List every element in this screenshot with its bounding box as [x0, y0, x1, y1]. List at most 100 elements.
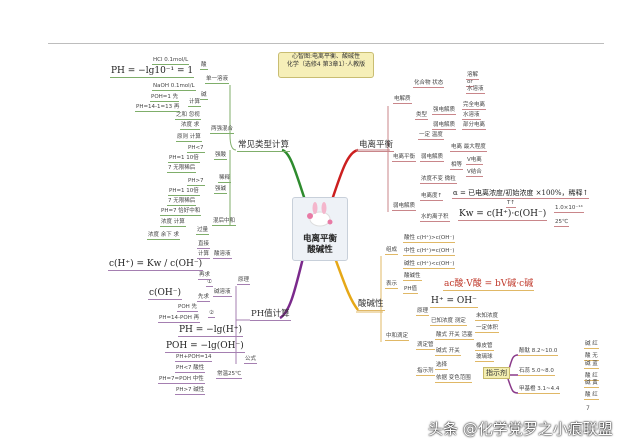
calc-node[interactable]: 过量 — [196, 227, 210, 235]
ph-node[interactable]: 直接 — [197, 241, 211, 249]
ph-node[interactable]: 再求 — [198, 272, 212, 280]
central-topic[interactable]: 电离平衡 酸碱性 — [292, 197, 348, 261]
acidbase-node[interactable]: 石蕊 5.0~8.0 — [518, 368, 555, 376]
ionization-node[interactable]: 浓度不变 微粒 — [420, 176, 457, 184]
ph-node[interactable]: PH>7 碱性 — [175, 387, 206, 395]
calc-node[interactable]: PH<7 — [187, 145, 205, 153]
ph-node[interactable]: 公式 — [244, 356, 258, 364]
acidbase-node[interactable]: 酸 无 — [584, 353, 599, 361]
acidbase-node[interactable]: 碱 黄 — [584, 380, 599, 388]
acidbase-node[interactable]: 表示 — [385, 281, 399, 289]
acidbase-node[interactable]: ac酸·V酸 = bV碱·c碱 — [443, 279, 535, 291]
acidbase-node[interactable]: 酸 红 — [584, 392, 599, 400]
calc-node[interactable]: HCl 0.1mol/L — [152, 57, 190, 65]
ph-node[interactable]: 酸溶液 — [213, 251, 232, 259]
ionization-node[interactable]: T↑ — [506, 200, 516, 208]
acidbase-node[interactable]: 已知浓度 测定 — [430, 318, 467, 326]
acidbase-node[interactable]: 中和滴定 — [385, 333, 410, 341]
ph-node[interactable]: PH=14-POH 再 — [158, 315, 201, 323]
ionization-node[interactable]: 部分电离 — [462, 122, 487, 130]
ionization-node[interactable]: 弱电解质 — [420, 154, 445, 162]
calc-node[interactable]: 稀释 — [218, 175, 232, 183]
calc-node[interactable]: 浓度 余下 求 — [147, 232, 180, 240]
acidbase-node[interactable]: 中性 c(H⁺)=c(OH⁻) — [403, 248, 456, 256]
ionization-node[interactable]: 完全电离 — [462, 102, 487, 110]
acidbase-node[interactable]: 酸式 开关 活塞 — [435, 332, 474, 340]
ionization-node[interactable]: 电解质 — [393, 96, 412, 104]
calc-node[interactable]: 原则 计算 — [176, 134, 202, 142]
acidbase-node[interactable]: 原理 — [416, 308, 430, 316]
ionization-node[interactable]: 电离 最大程度 — [450, 144, 487, 152]
calc-node[interactable]: 计算 — [188, 99, 202, 107]
acidbase-node[interactable]: 酸碱性 — [403, 273, 422, 281]
calc-node[interactable]: 酸 — [200, 62, 208, 70]
ph-node[interactable]: c(OH⁻) — [148, 288, 183, 300]
calc-node[interactable]: PH=1 10倍 — [168, 188, 200, 196]
acidbase-node[interactable]: 一定体积 — [475, 325, 500, 333]
ph-node[interactable]: PH+POH=14 — [175, 354, 213, 362]
ph-node[interactable]: 原理 — [237, 277, 251, 285]
calc-node[interactable]: 7 无限稀后 — [167, 198, 197, 206]
ionization-node[interactable]: 类型 — [415, 112, 429, 120]
acidbase-node[interactable]: 碱 蓝 — [584, 361, 599, 369]
ph-node[interactable]: PH=7=POH 中性 — [158, 376, 205, 384]
calc-node[interactable]: 强酸 — [214, 152, 228, 160]
acidbase-node[interactable]: PH值 — [403, 286, 418, 294]
ionization-node[interactable]: 电离平衡 — [392, 154, 417, 162]
ph-node[interactable]: POH 先 — [177, 304, 199, 312]
ionization-node[interactable]: 溶解 — [466, 72, 480, 80]
ionization-node[interactable]: 水溶液 — [466, 86, 485, 94]
acidbase-node[interactable]: 酸性 c(H⁺)>c(OH⁻) — [403, 235, 456, 243]
ionization-node[interactable]: 水的离子积 — [420, 214, 450, 222]
ph-node[interactable]: POH = −lg(OH⁻) — [165, 341, 245, 353]
calc-node[interactable]: PH=1 10倍 — [168, 155, 200, 163]
ionization-node[interactable]: 相等 — [450, 162, 464, 170]
calc-node[interactable]: 混后中和 — [212, 218, 237, 226]
calc-node[interactable]: 碱 — [200, 92, 208, 100]
ionization-node[interactable]: 1.0×10⁻¹⁴ — [554, 205, 584, 213]
acidbase-node[interactable]: 依据 变色范围 — [435, 375, 472, 383]
ph-node[interactable]: ① — [206, 279, 213, 287]
calc-node[interactable]: 浓度 求 — [180, 122, 201, 130]
ph-node[interactable]: ② — [208, 310, 215, 318]
acidbase-node[interactable]: 滴定管 — [416, 342, 435, 350]
acidbase-node[interactable]: 碱性 c(H⁺)<c(OH⁻) — [403, 261, 456, 269]
ionization-node[interactable]: 电离度↑ — [420, 193, 444, 201]
ionization-node[interactable]: 25℃ — [554, 219, 570, 227]
ph-node[interactable]: c(H⁺) = Kw / c(OH⁻) — [108, 259, 204, 271]
acidbase-node[interactable]: 碱式 开关 — [435, 348, 461, 356]
calc-node[interactable]: 浓度 计算 — [160, 219, 186, 227]
ionization-node[interactable]: 一定 温度 — [418, 132, 444, 140]
ionization-node[interactable]: 弱电解质 — [392, 203, 417, 211]
calc-node[interactable]: PH=14-1=13 再 — [135, 104, 181, 112]
ionization-node[interactable]: V结合 — [466, 169, 483, 177]
ionization-node[interactable]: Kw = c(H⁺)·c(OH⁻) — [458, 209, 548, 221]
calc-node[interactable]: PH = −lg10⁻¹ = 1 — [110, 66, 195, 78]
calc-node[interactable]: POH=1 先 — [150, 94, 180, 102]
ph-node[interactable]: 碱溶液 — [213, 289, 232, 297]
ionization-node[interactable]: 化合物 状态 — [413, 80, 445, 88]
ionization-node[interactable]: 强电解质 — [432, 107, 457, 115]
calc-node[interactable]: NaOH 0.1mol/L — [152, 83, 196, 91]
ph-node[interactable]: PH<7 酸性 — [175, 365, 206, 373]
acidbase-node[interactable]: 甲基橙 3.1~4.4 — [518, 386, 561, 394]
acidbase-node[interactable]: 碱 红 — [584, 341, 599, 349]
ionization-node[interactable]: V电离 — [466, 157, 483, 165]
calc-node[interactable]: 单一溶液 — [205, 76, 230, 84]
ph-node[interactable]: 先求 — [197, 294, 211, 302]
ph-node[interactable]: 常温25℃ — [216, 371, 243, 379]
branch-common-calculations[interactable]: 常见类型计算 — [237, 140, 291, 152]
ionization-node[interactable]: 水溶液 — [462, 112, 481, 120]
ph-node[interactable]: PH = −lg(H⁺) — [178, 325, 243, 337]
ionization-node[interactable]: 弱电解质 — [432, 122, 457, 130]
calc-node[interactable]: 7 无限稀后 — [167, 165, 197, 173]
acidbase-node[interactable]: 选择 — [435, 362, 449, 370]
branch-ph-calculation[interactable]: PH值计算 — [250, 309, 291, 321]
acidbase-node[interactable]: 酚酞 8.2~10.0 — [518, 348, 559, 356]
acidbase-node[interactable]: H⁺ = OH⁻ — [430, 296, 478, 308]
calc-node[interactable]: 两强混合 — [210, 126, 235, 134]
calc-node[interactable]: PH>7 — [187, 178, 205, 186]
calc-node[interactable]: PH=7 恰好中和 — [160, 208, 202, 216]
calc-node[interactable]: 之和 忽视 — [175, 112, 201, 120]
acidbase-node[interactable]: 酸 红 — [584, 373, 599, 381]
